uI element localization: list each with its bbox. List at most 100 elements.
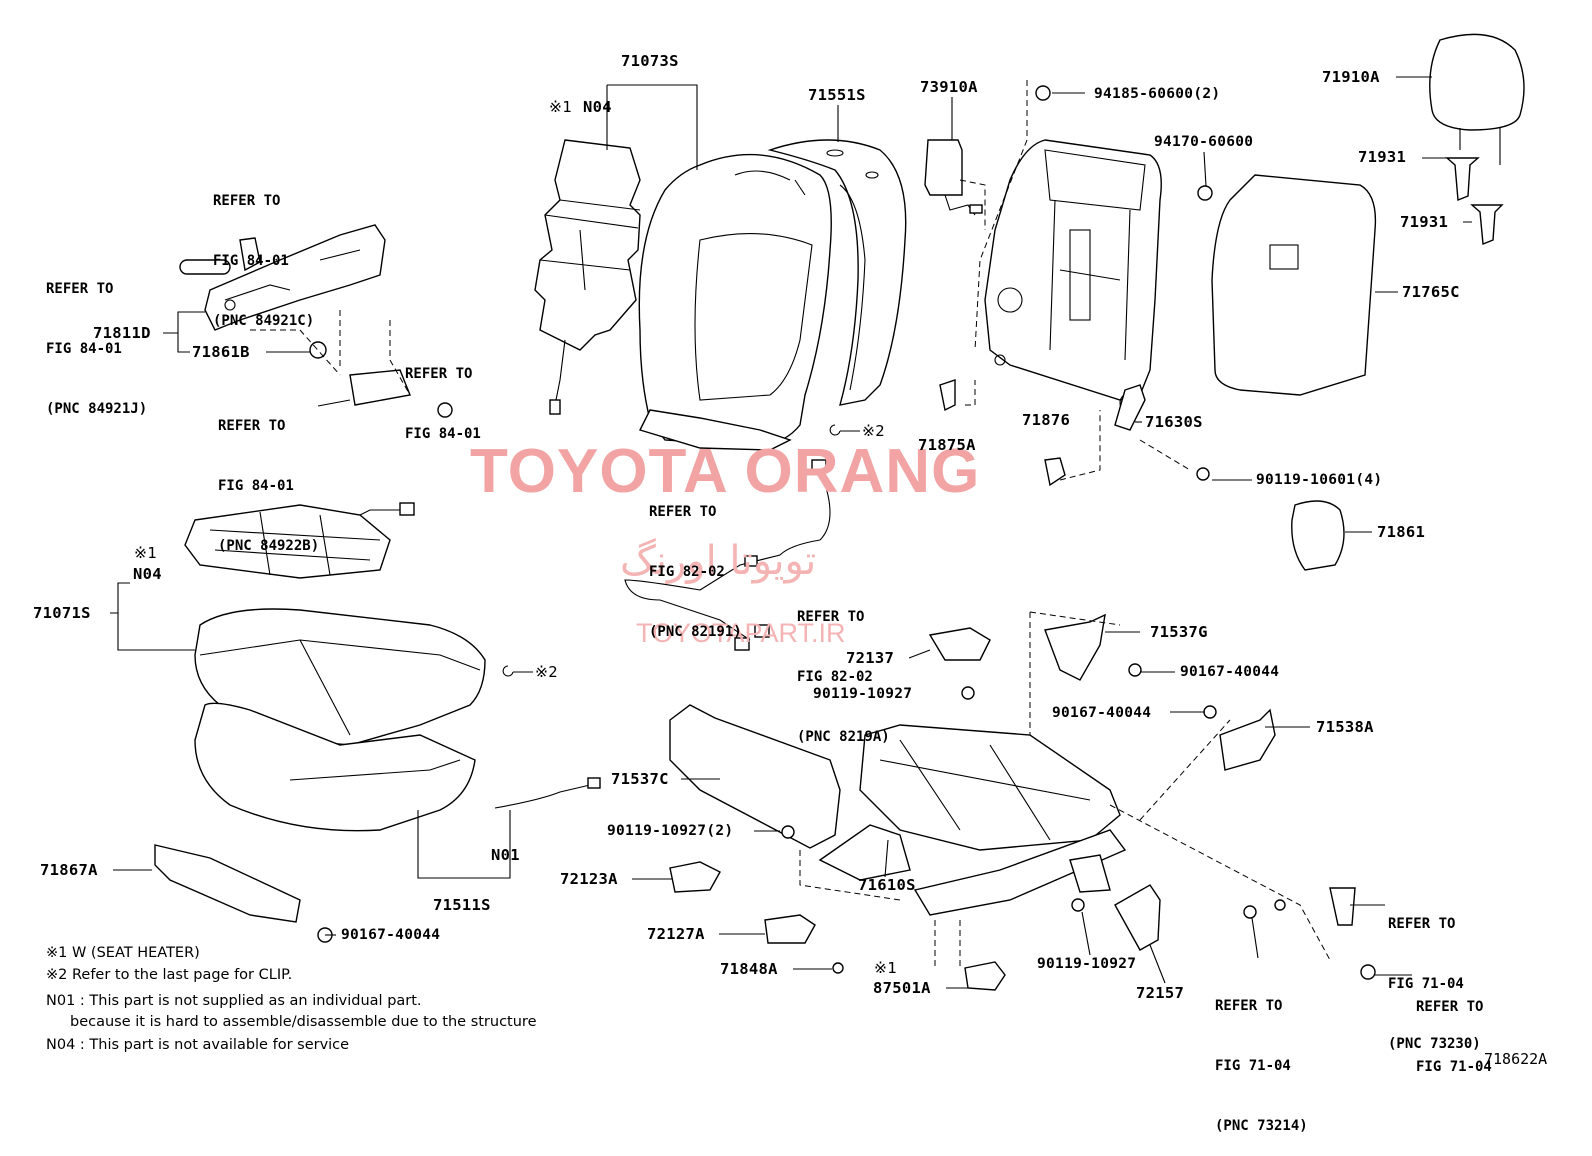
part-label[interactable]: 87501A <box>873 979 931 997</box>
part-label[interactable]: 94185-60600(2) <box>1094 86 1221 102</box>
refer-to-block[interactable]: REFER TO FIG 71-04 (PNC 73214) <box>1215 956 1308 1156</box>
cushion-pad <box>194 702 476 832</box>
part-label[interactable]: 71551S <box>808 86 866 104</box>
part-label[interactable]: 71910A <box>1322 68 1380 86</box>
note-n01: N01 : This part is not supplied as an in… <box>46 993 422 1009</box>
part-label[interactable]: 71811D <box>93 324 151 342</box>
ref-line: REFER TO <box>1215 998 1283 1014</box>
part-label[interactable]: 71861B <box>192 343 250 361</box>
part-label[interactable]: 72137 <box>846 649 895 667</box>
note-seat-heater: ※1 W (SEAT HEATER) <box>46 945 200 961</box>
mark-1: ※1 <box>874 959 897 977</box>
part-label[interactable]: 90119-10601(4) <box>1256 472 1383 488</box>
ref-line: FIG 82-02 <box>649 564 725 580</box>
ref-line: (PNC 73214) <box>1215 1118 1308 1134</box>
note-n01-reason: because it is hard to assemble/disassemb… <box>70 1014 537 1030</box>
watermark-farsi: تویوتا اورنگ <box>620 538 817 584</box>
part-label[interactable]: 71765C <box>1402 283 1460 301</box>
ref-line: REFER TO <box>797 609 865 625</box>
ref-line: FIG 84-01 <box>46 341 122 357</box>
cushion-harness <box>494 777 601 809</box>
part-label[interactable]: 71073S <box>621 52 679 70</box>
part-label[interactable]: 71071S <box>33 604 91 622</box>
part-label[interactable]: 90167-40044 <box>1180 664 1280 680</box>
ref-line: FIG 71-04 <box>1388 976 1464 992</box>
recliner-cover <box>1291 500 1345 571</box>
part-label[interactable]: 90119-10927 <box>1037 956 1137 972</box>
refer-to-block[interactable]: REFER TO FIG 71-04 (PNC 73230) <box>1388 874 1481 1074</box>
clip-symbols <box>502 424 860 677</box>
ref-line: (PNC 84921C) <box>213 313 315 329</box>
refer-to-block[interactable]: REFER TO FIG 84-01 (PNC 84921J) <box>46 239 147 439</box>
refer-to-block[interactable]: REFER TO FIG 82-02 (PNC 8219A) <box>797 567 890 767</box>
part-label[interactable]: 94170-60600 <box>1154 134 1254 150</box>
headrest <box>1429 33 1525 165</box>
part-label[interactable]: 71537G <box>1150 623 1208 641</box>
ref-line: REFER TO <box>46 281 114 297</box>
part-label[interactable]: 73910A <box>920 78 978 96</box>
side-airbag <box>924 139 983 216</box>
ref-line: FIG 71-04 <box>1416 1059 1492 1075</box>
ref-line: REFER TO <box>405 366 473 382</box>
refer-to-block[interactable]: REFER TO FIG 84-01 <box>405 324 481 464</box>
part-label[interactable]: 71931 <box>1358 148 1407 166</box>
n04-label: N04 <box>133 565 162 583</box>
part-label[interactable]: 90119-10927(2) <box>607 823 734 839</box>
ref-line: (PNC 84922B) <box>218 538 320 554</box>
ref-line: REFER TO <box>649 504 717 520</box>
ref-line: (PNC 73230) <box>1388 1036 1481 1052</box>
refer-to-block[interactable]: REFER TO FIG 71-04 <box>1416 957 1492 1097</box>
ref-line: REFER TO <box>218 418 286 434</box>
part-label[interactable]: 90167-40044 <box>1052 705 1152 721</box>
part-label[interactable]: 71630S <box>1145 413 1203 431</box>
seatback-board <box>1211 174 1377 396</box>
fasteners <box>781 85 1376 991</box>
part-label[interactable]: 71511S <box>433 896 491 914</box>
diagram-drawing <box>110 33 1525 991</box>
part-label[interactable]: 90167-40044 <box>341 927 441 943</box>
part-label[interactable]: 71875A <box>918 436 976 454</box>
mark-1: ※1 <box>549 98 572 116</box>
refer-to-block[interactable]: REFER TO FIG 84-01 (PNC 84921C) <box>213 151 314 351</box>
n01-label: N01 <box>491 846 520 864</box>
mark-2: ※2 <box>535 663 558 681</box>
parts-diagram: TOYOTA ORANG تویوتا اورنگ TOYOTAPART.IR … <box>33 33 1548 1134</box>
ref-line: FIG 71-04 <box>1215 1058 1291 1074</box>
ref-line: FIG 84-01 <box>405 426 481 442</box>
main-harness <box>624 459 831 651</box>
ref-line: REFER TO <box>1388 916 1456 932</box>
part-label[interactable]: 72123A <box>560 870 618 888</box>
ref-line: (PNC 8219A) <box>797 729 890 745</box>
ref-line: FIG 84-01 <box>213 253 289 269</box>
dashed-lines <box>250 80 1331 970</box>
part-label[interactable]: 71931 <box>1400 213 1449 231</box>
part-label[interactable]: 71861 <box>1377 523 1426 541</box>
part-label[interactable]: 71867A <box>40 861 98 879</box>
seat-adjuster <box>818 724 1127 916</box>
adjust-knobs <box>179 237 453 418</box>
seatback-pad <box>767 139 907 406</box>
refer-to-block[interactable]: REFER TO FIG 84-01 (PNC 84922B) <box>218 376 319 576</box>
seatback-frame <box>984 139 1162 414</box>
ref-line: FIG 82-02 <box>797 669 873 685</box>
seatback-cover <box>638 153 832 451</box>
ref-line: FIG 84-01 <box>218 478 294 494</box>
part-label[interactable]: 71848A <box>720 960 778 978</box>
ref-line: REFER TO <box>213 193 281 209</box>
part-label[interactable]: 71876 <box>1022 411 1071 429</box>
part-label[interactable]: 71538A <box>1316 718 1374 736</box>
leader-lines <box>110 76 1472 989</box>
watermark-url: TOYOTAPART.IR <box>636 618 846 648</box>
mark-2: ※2 <box>862 422 885 440</box>
front-cover <box>669 704 841 849</box>
part-label[interactable]: 90119-10927 <box>813 686 913 702</box>
part-label[interactable]: 71537C <box>611 770 669 788</box>
note-n04: N04 : This part is not available for ser… <box>46 1037 350 1053</box>
figure-number: 718622A <box>1484 1050 1548 1068</box>
part-label[interactable]: 71610S <box>858 876 916 894</box>
refer-to-block[interactable]: REFER TO FIG 82-02 (PNC 82191) <box>649 462 742 662</box>
seatback-heater-mat <box>534 139 641 415</box>
part-label[interactable]: 72127A <box>647 925 705 943</box>
ref-line: (PNC 84921J) <box>46 401 148 417</box>
part-label[interactable]: 72157 <box>1136 984 1185 1002</box>
